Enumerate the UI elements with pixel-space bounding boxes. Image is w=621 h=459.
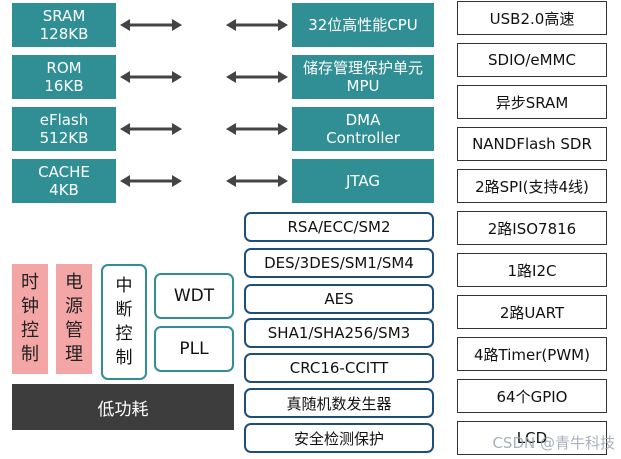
interrupt-control-char: 控 [115, 324, 133, 344]
double-arrow-icon [120, 123, 182, 135]
double-arrow-icon [120, 19, 182, 31]
dma-controller-label: Controller [326, 129, 400, 147]
security-block-sha: SHA1/SHA256/SM3 [244, 318, 434, 348]
sram-size: 128KB [39, 25, 89, 43]
rom-label: ROM [46, 59, 82, 77]
interrupt-control-char: 中 [115, 276, 133, 296]
double-arrow-icon [226, 175, 288, 187]
double-arrow-icon [226, 71, 288, 83]
cache-block: CACHE 4KB [12, 159, 116, 203]
peripheral-uart: 2路UART [457, 295, 607, 329]
dma-block: DMA Controller [292, 107, 434, 151]
security-block-trng: 真随机数发生器 [244, 388, 434, 418]
interrupt-control-char: 制 [115, 348, 133, 368]
dma-label: DMA [345, 111, 381, 129]
peripheral-nandflash: NANDFlash SDR [457, 127, 607, 161]
jtag-label: JTAG [345, 172, 381, 190]
eflash-size: 512KB [39, 129, 89, 147]
peripheral-usb: USB2.0高速 [457, 1, 607, 35]
security-block-rsa: RSA/ECC/SM2 [244, 212, 434, 242]
eflash-block: eFlash 512KB [12, 107, 116, 151]
security-block-aes: AES [244, 284, 434, 314]
power-management-char: 电 [65, 272, 83, 293]
jtag-block: JTAG [292, 159, 434, 203]
peripheral-i2c: 1路I2C [457, 253, 607, 287]
peripheral-iso7816: 2路ISO7816 [457, 211, 607, 245]
low-power-block: 低功耗 [12, 384, 234, 430]
cpu-block: 32位高性能CPU [292, 3, 434, 47]
mpu-label-cn: 储存管理保护单元 [302, 59, 423, 77]
eflash-label: eFlash [39, 111, 89, 129]
clock-control-char: 钟 [21, 296, 39, 317]
cache-label: CACHE [38, 163, 90, 181]
interrupt-control-char: 断 [115, 300, 133, 320]
peripheral-timer: 4路Timer(PWM) [457, 337, 607, 371]
peripheral-async-sram: 异步SRAM [457, 85, 607, 119]
double-arrow-icon [226, 123, 288, 135]
double-arrow-icon [226, 19, 288, 31]
power-management-block: 电 源 管 理 [56, 264, 92, 374]
peripheral-sdio: SDIO/eMMC [457, 43, 607, 77]
power-management-char: 理 [65, 344, 83, 365]
mpu-block: 储存管理保护单元 MPU [292, 55, 434, 99]
pll-block: PLL [154, 326, 234, 372]
cpu-label: 32位高性能CPU [308, 16, 418, 34]
peripheral-lcd: LCD [457, 421, 607, 455]
power-management-char: 管 [65, 320, 83, 341]
wdt-block: WDT [154, 273, 234, 319]
peripheral-gpio: 64个GPIO [457, 379, 607, 413]
power-management-char: 源 [65, 296, 83, 317]
security-block-protection: 安全检测保护 [244, 423, 434, 453]
interrupt-control-block: 中 断 控 制 [101, 264, 147, 380]
clock-control-char: 制 [21, 344, 39, 365]
clock-control-block: 时 钟 控 制 [12, 264, 48, 374]
rom-size: 16KB [44, 77, 84, 95]
double-arrow-icon [120, 71, 182, 83]
rom-block: ROM 16KB [12, 55, 116, 99]
sram-block: SRAM 128KB [12, 3, 116, 47]
security-block-des: DES/3DES/SM1/SM4 [244, 248, 434, 278]
security-block-crc: CRC16-CCITT [244, 353, 434, 383]
cache-size: 4KB [49, 181, 79, 199]
clock-control-char: 控 [21, 320, 39, 341]
double-arrow-icon [120, 175, 182, 187]
mpu-label: MPU [346, 77, 380, 95]
peripheral-spi: 2路SPI(支持4线) [457, 169, 607, 203]
sram-label: SRAM [42, 7, 86, 25]
clock-control-char: 时 [21, 272, 39, 293]
watermark: CSDN @青牛科技 [492, 434, 615, 452]
